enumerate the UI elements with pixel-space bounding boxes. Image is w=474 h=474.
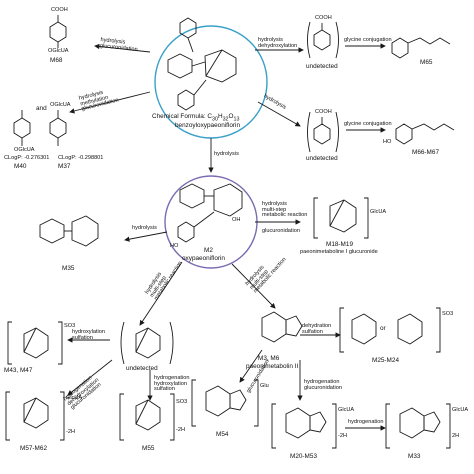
undetected2-label: undetected	[306, 155, 338, 162]
m33-2h-tag: 2H	[452, 433, 460, 439]
m33-glcua-tag: GlcUA	[452, 407, 469, 413]
label-m65: M65	[420, 59, 433, 66]
reaction-arrows	[67, 43, 386, 431]
structure-m66	[395, 123, 455, 145]
arrow-m2-to-m3	[231, 263, 276, 309]
m18-glcua-tag: GlcUA	[370, 209, 387, 215]
reaction-glycine-2: glycine conjugation	[344, 121, 392, 127]
label-m2: M2	[204, 247, 213, 254]
arrow-parent-to-undetected2	[257, 101, 301, 127]
label-m54: M54	[216, 431, 229, 438]
arrow-parent-to-m40-m37	[69, 91, 151, 114]
parent-name: benzoyloxypaeoniflorin	[175, 122, 241, 129]
m68-oglcua-label: OGlcUA	[48, 48, 69, 54]
reaction-glycine-1: glycine conjugation	[344, 37, 392, 43]
or-label: or	[380, 325, 386, 332]
label-m37: M37	[58, 163, 71, 170]
structure-m25	[339, 307, 441, 353]
m20-glcua-tag: GlcUA	[338, 407, 355, 413]
arrow-m2-to-undetected3	[139, 261, 183, 326]
structure-m43	[7, 321, 63, 365]
structure-m55	[119, 393, 175, 441]
label-m43-m47: M43, M47	[4, 367, 33, 374]
and-label: and	[36, 105, 47, 112]
m54-glu-tag: Glu	[260, 383, 269, 389]
undetected1-cooh-label: COOH	[315, 15, 332, 21]
structure-m18	[313, 197, 369, 239]
arrow-m2-to-m35	[124, 231, 168, 242]
m55-so3-tag: SO3	[176, 399, 188, 405]
m68-cooh-label: COOH	[51, 7, 68, 13]
m25-so3-tag: SO3	[442, 311, 454, 317]
label-m68: M68	[50, 57, 63, 64]
m40-oglcua-label: OGlcUA	[14, 147, 35, 153]
m57-minus2h-tag: -2H	[66, 429, 76, 435]
reaction-down-center: hydrolysis	[214, 151, 239, 157]
label-m40: M40	[14, 163, 27, 170]
m20-minus2h-tag: -2H	[338, 433, 348, 439]
clogp-m37: CLogP: -0.298801	[58, 155, 104, 161]
label-m20-m53: M20-M53	[290, 453, 317, 460]
structure-m65	[391, 37, 451, 59]
label-m55: M55	[142, 445, 155, 452]
m2-name: oxypaeoniflorin	[182, 255, 225, 262]
m43-so3-tag: SO3	[64, 323, 76, 329]
parent-formula: Chemical Formula: C30H32O13	[152, 113, 240, 123]
clogp-m40: CLogP: -0.276301	[4, 155, 50, 161]
label-m35: M35	[62, 265, 75, 272]
reaction-m35: hydrolysis	[132, 225, 157, 231]
label-m33: M33	[408, 453, 421, 460]
reaction-m33: hydrogenation	[348, 419, 384, 425]
label-m57-m62: M57-M62	[20, 445, 47, 452]
structure-m37	[49, 110, 67, 146]
label-m3-m6: M3, M6	[258, 355, 280, 362]
m57-glcua-tag: GlcUA	[66, 395, 83, 401]
undetected1-label: undetected	[306, 63, 338, 70]
m37-oglcua-label: OGlcUA	[50, 102, 71, 108]
arrow-undetected3-to-m57	[67, 359, 113, 396]
structure-m2	[177, 183, 243, 243]
structure-m68	[49, 15, 67, 48]
m55-minus2h-tag: -2H	[176, 427, 186, 433]
arrow-m3-to-m54	[239, 349, 263, 383]
label-m25-m24: M25-M24	[372, 357, 399, 364]
undetected2-cooh-label: COOH	[315, 109, 332, 115]
structure-undetected3	[120, 321, 174, 365]
structure-m35	[39, 215, 99, 247]
structure-m57	[5, 391, 65, 441]
label-m66-m67: M66-M67	[412, 149, 439, 156]
structure-m40	[13, 110, 31, 146]
m2-oh-label: OH	[232, 217, 241, 223]
m2-ho-label: HO	[170, 243, 179, 249]
structure-undetected2	[307, 111, 339, 153]
structure-m3	[261, 311, 303, 343]
arrow-parent-to-m68	[94, 43, 151, 53]
structure-m33	[385, 403, 451, 449]
m18-name: paeonimetaboline I glucuronide	[300, 249, 378, 255]
undetected3-label: undetected	[126, 365, 158, 372]
structure-m20	[271, 403, 337, 449]
m3-name: paeonimetabolin II	[246, 363, 299, 370]
structure-parent	[167, 17, 237, 111]
structure-m54	[191, 379, 259, 427]
m66-ho-label: HO	[383, 139, 392, 145]
structure-undetected1	[307, 21, 339, 59]
label-m18-m19: M18-M19	[326, 241, 353, 248]
